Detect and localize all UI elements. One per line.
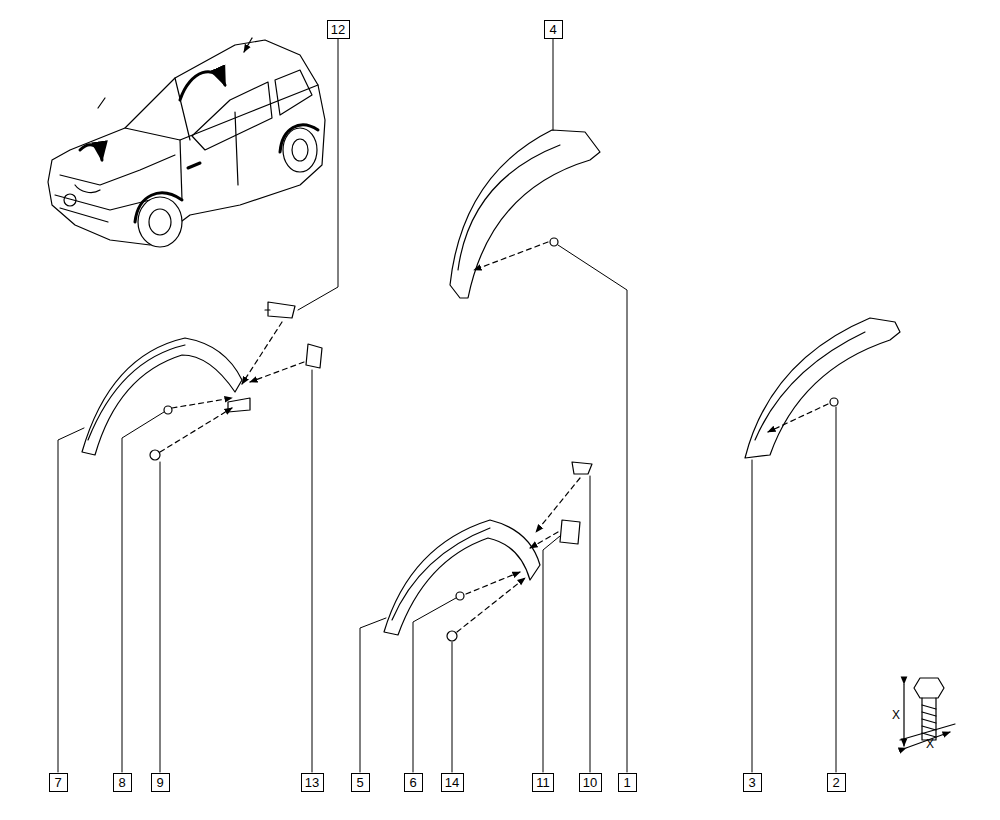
nut (150, 450, 160, 460)
callout-box: 9 (151, 773, 170, 792)
callout-number: 8 (118, 776, 125, 789)
screw (164, 406, 172, 414)
assembly-arrow (160, 242, 828, 632)
dimension-label: X (892, 709, 900, 721)
bracket (306, 344, 322, 368)
callout-number: 4 (549, 23, 556, 36)
screw (550, 238, 558, 246)
leader-line (58, 39, 836, 772)
callout-box: 14 (441, 773, 464, 792)
callout-box: 5 (351, 773, 370, 792)
clip-seat (228, 398, 250, 412)
callout-number: 11 (536, 776, 550, 789)
callout-number: 13 (305, 776, 319, 789)
wheel-arch-trim (82, 338, 242, 455)
callout-number: 2 (832, 776, 839, 789)
wheel-arch-trim (745, 318, 900, 458)
callout-box: 8 (113, 773, 132, 792)
callout-box: 13 (301, 773, 324, 792)
bracket (560, 520, 580, 544)
callout-box: 6 (404, 773, 423, 792)
callout-number: 3 (748, 776, 755, 789)
callout-box: 1 (618, 773, 637, 792)
callout-box: 2 (827, 773, 846, 792)
callout-number: 5 (356, 776, 363, 789)
clip (572, 462, 592, 474)
callout-box: 10 (579, 773, 602, 792)
dimension-label: X (926, 738, 934, 750)
screw (830, 398, 838, 406)
callout-number: 10 (583, 776, 597, 789)
callout-number: 1 (623, 776, 630, 789)
wheel-arch-trim (450, 130, 600, 298)
callout-box: 3 (743, 773, 762, 792)
callout-box: 7 (49, 773, 68, 792)
callout-number: 12 (331, 23, 345, 36)
car-sketch (48, 38, 325, 247)
wheel-arch-trim (384, 520, 540, 635)
screw (456, 592, 464, 600)
nut (447, 631, 457, 641)
callout-box: 12 (327, 20, 350, 39)
clip (265, 302, 295, 318)
callout-number: 7 (54, 776, 61, 789)
callout-number: 6 (409, 776, 416, 789)
callout-number: 14 (445, 776, 459, 789)
callout-box: 4 (544, 20, 563, 39)
callout-number: 9 (156, 776, 163, 789)
callout-box: 11 (532, 773, 554, 792)
